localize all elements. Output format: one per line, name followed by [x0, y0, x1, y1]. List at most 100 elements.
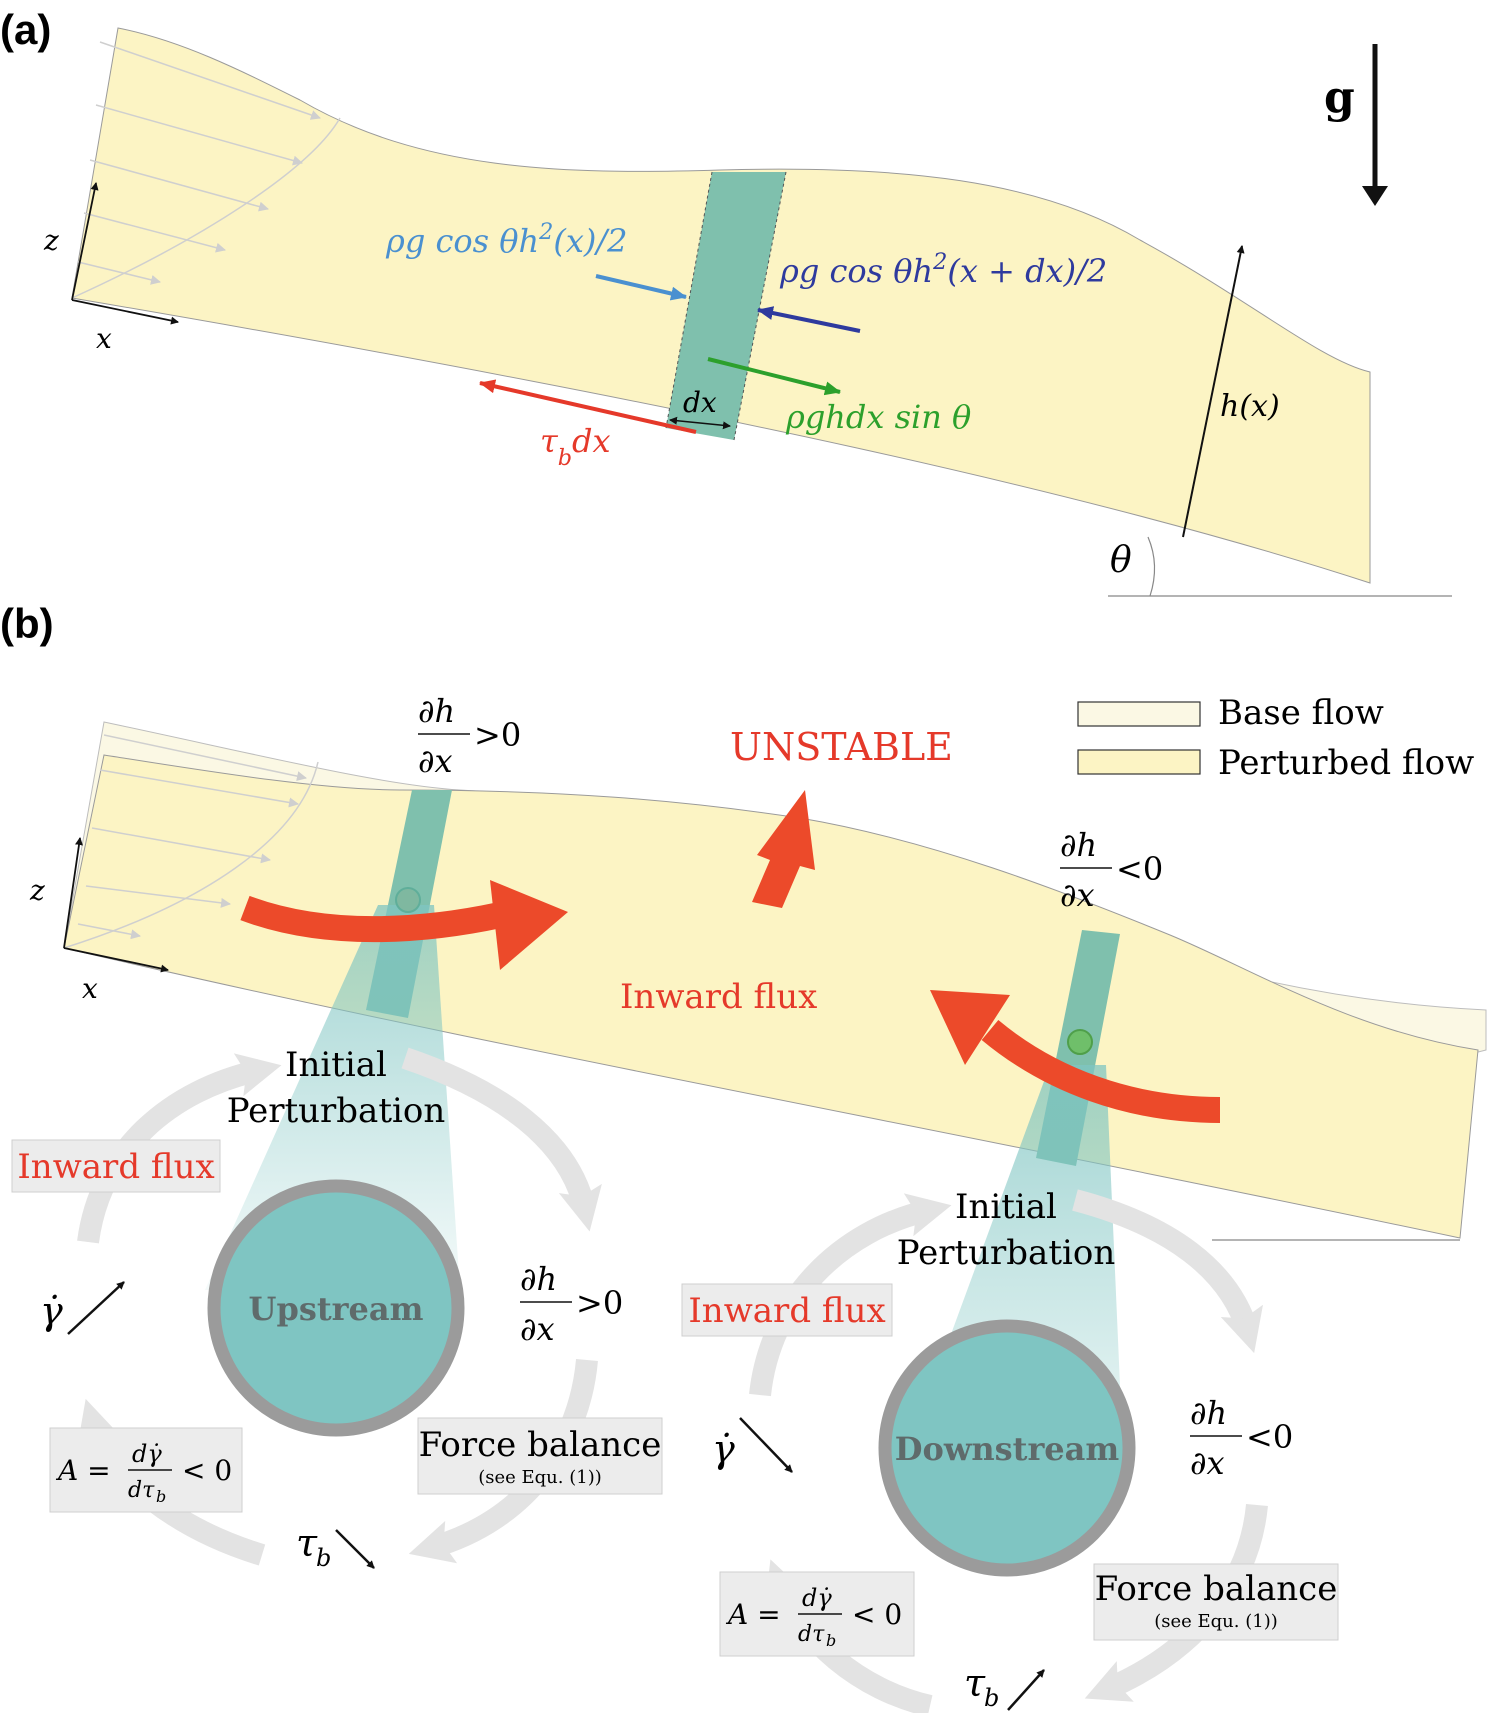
downstream-force-label: Force balance — [1095, 1569, 1338, 1609]
svg-text:b: b — [316, 1544, 331, 1572]
downstream-flux-box — [681, 1283, 893, 1337]
upstream-shear: τ b — [296, 1521, 375, 1572]
svg-text:>0: >0 — [576, 1284, 623, 1322]
grad-neg-top: ∂h ∂x <0 — [1060, 826, 1163, 914]
svg-text:γ̇: γ̇ — [712, 1427, 735, 1471]
pressure-right-label: ρg cos θh2(x + dx)/2 — [779, 249, 1107, 290]
svg-text:∂h: ∂h — [418, 692, 455, 730]
svg-text:dγ̇: dγ̇ — [802, 1584, 832, 1612]
velocity-profile-b — [63, 734, 319, 949]
panel-a-label: (a) — [0, 6, 51, 53]
height-arrow — [1182, 245, 1245, 538]
angle-arc — [1147, 536, 1156, 597]
svg-text:∂h: ∂h — [520, 1260, 557, 1298]
svg-text:b: b — [156, 1487, 166, 1506]
shear-force-arrow — [479, 379, 697, 434]
axis-x-label: x — [96, 322, 112, 355]
height-label: h(x) — [1220, 389, 1280, 424]
downstream-gradient: ∂h ∂x <0 — [1190, 1394, 1293, 1482]
svg-text:< 0: < 0 — [182, 1454, 232, 1487]
inward-flux-label: Inward flux — [620, 977, 817, 1017]
svg-text:A =: A = — [725, 1598, 781, 1631]
gravity-force-arrow — [707, 357, 841, 396]
gravity-force-label: ρghdx sin θ — [785, 398, 971, 436]
x-axis-arrow-b — [63, 947, 169, 973]
svg-text:>0: >0 — [474, 716, 521, 754]
legend-base: Base flow — [1218, 693, 1384, 733]
downstream-initial-1: Initial — [955, 1187, 1057, 1227]
upstream-circle — [207, 1179, 465, 1437]
svg-text:∂x: ∂x — [1190, 1444, 1225, 1482]
upstream-a-def: A = dγ̇ dτ b < 0 — [55, 1440, 232, 1506]
downstream-circle — [878, 1319, 1136, 1577]
x-axis-arrow — [71, 299, 179, 325]
svg-text:τ: τ — [296, 1521, 318, 1565]
svg-text:< 0: < 0 — [852, 1598, 902, 1631]
legend: Base flow Perturbed flow — [1077, 693, 1474, 783]
control-volume — [666, 172, 786, 440]
upstream-cycle: Upstream Initial Perturbation Inward flu… — [11, 1045, 663, 1572]
shear-force-label: τbdx — [540, 422, 611, 471]
panel-b-label: (b) — [0, 600, 54, 647]
downstream-cycle: Downstream Initial Perturbation Inward f… — [681, 1187, 1339, 1713]
upstream-flux-label: Inward flux — [17, 1147, 214, 1187]
pressure-left-label: ρg cos θh2(x)/2 — [385, 219, 628, 260]
svg-text:∂h: ∂h — [1190, 1394, 1227, 1432]
upstream-force-label: Force balance — [419, 1425, 662, 1465]
svg-text:γ̇: γ̇ — [40, 1289, 63, 1333]
panel-a: (a) z x dx ρg cos θh2(x)/2 ρg cos θh2(x … — [0, 6, 1452, 597]
axis-z-label-b: z — [29, 874, 45, 907]
angle-label: θ — [1110, 540, 1132, 581]
svg-text:∂x: ∂x — [1060, 876, 1095, 914]
legend-swatch-base — [1077, 701, 1201, 727]
svg-text:<0: <0 — [1116, 850, 1163, 888]
upstream-initial-2: Perturbation — [227, 1091, 445, 1131]
dx-arrow — [669, 416, 731, 430]
z-axis-arrow-b — [63, 837, 83, 949]
axis-z-label: z — [43, 224, 59, 257]
downstream-force-note: (see Equ. (1)) — [1154, 1611, 1278, 1632]
downstream-flux-label: Inward flux — [688, 1291, 885, 1331]
upstream-particle — [395, 887, 421, 913]
axis-x-label-b: x — [82, 972, 98, 1005]
upstream-initial-1: Initial — [285, 1045, 387, 1085]
downstream-initial-2: Perturbation — [897, 1233, 1115, 1273]
pressure-left-arrow — [595, 274, 687, 301]
downstream-particle — [1067, 1029, 1093, 1055]
upstream-force-note: (see Equ. (1)) — [478, 1467, 602, 1488]
upstream-center-label: Upstream — [249, 1290, 424, 1328]
panel-b: (b) z x — [0, 600, 1487, 1713]
downstream-center-label: Downstream — [895, 1430, 1120, 1468]
grad-pos-top: ∂h ∂x >0 — [418, 692, 521, 780]
svg-text:dγ̇: dγ̇ — [132, 1440, 162, 1468]
svg-text:b: b — [826, 1631, 836, 1650]
downstream-force-box — [1093, 1563, 1339, 1641]
velocity-profile — [71, 41, 341, 299]
svg-text:∂x: ∂x — [520, 1310, 555, 1348]
unstable-label: UNSTABLE — [730, 725, 953, 769]
inward-flux-arrow-left — [240, 895, 503, 943]
downstream-a-def: A = dγ̇ dτ b < 0 — [725, 1584, 902, 1650]
upstream-force-box — [417, 1417, 663, 1495]
svg-text:<0: <0 — [1246, 1418, 1293, 1456]
downstream-shear: τ b — [964, 1661, 1045, 1712]
svg-text:A =: A = — [55, 1454, 111, 1487]
svg-text:τ: τ — [964, 1661, 986, 1705]
upstream-strain: γ̇ — [40, 1281, 125, 1335]
legend-swatch-perturbed — [1077, 749, 1201, 775]
svg-text:b: b — [984, 1684, 999, 1712]
pressure-right-arrow — [757, 306, 861, 333]
upstream-gradient: ∂h ∂x >0 — [520, 1260, 623, 1348]
svg-text:dτ: dτ — [798, 1622, 825, 1647]
svg-text:∂h: ∂h — [1060, 826, 1097, 864]
downstream-strain: γ̇ — [712, 1417, 793, 1473]
inward-flux-arrow-right — [981, 1019, 1221, 1123]
legend-perturbed: Perturbed flow — [1218, 743, 1474, 783]
z-axis-arrow — [71, 182, 99, 301]
svg-text:dτ: dτ — [128, 1478, 155, 1503]
unstable-arrow — [752, 790, 815, 908]
dx-label: dx — [683, 386, 717, 419]
upstream-flux-box — [11, 1139, 221, 1193]
gravity-label: g — [1324, 72, 1355, 123]
